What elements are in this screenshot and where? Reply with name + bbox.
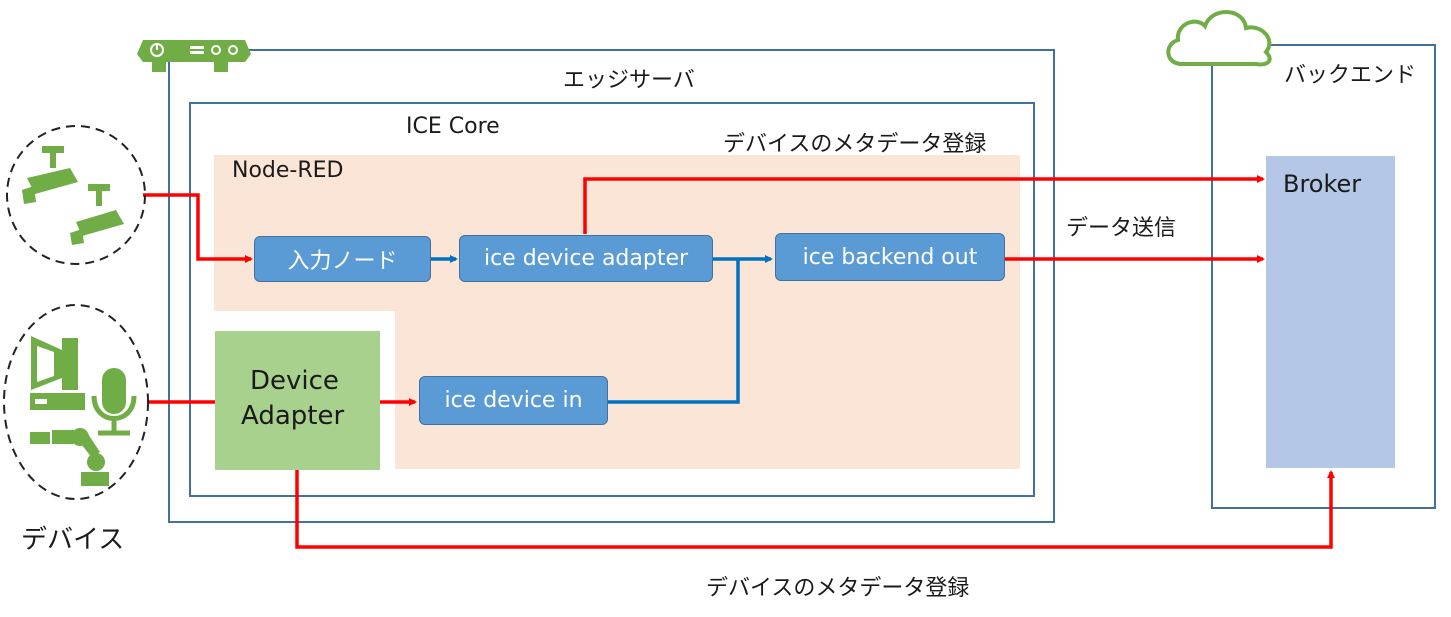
ice-device-adapter-node[interactable]: ice device adapter: [459, 235, 713, 282]
ice-device-in-node[interactable]: ice device in: [419, 376, 608, 425]
devices-label: デバイス: [21, 525, 125, 555]
speaker-icon: [30, 336, 85, 410]
meta-registration-arrow: [583, 175, 1265, 234]
robot-arm-icon: [30, 428, 109, 486]
ice-core-title: ICE Core: [406, 114, 500, 139]
ice-backend-out-node[interactable]: ice backend out: [775, 233, 1005, 281]
broker-label: Broker: [1283, 170, 1362, 198]
device-adapter-label-line2: Adapter: [241, 401, 345, 431]
edge-server-title: エッジサーバ: [563, 68, 695, 93]
camera-icon: [22, 146, 124, 245]
broker-box: [1266, 156, 1395, 468]
microphone-icon: [91, 368, 137, 436]
node-red-title: Node-RED: [232, 158, 344, 183]
cloud-icon: [1166, 10, 1272, 67]
camera-group-circle: [6, 125, 146, 265]
backend-title: バックエンド: [1284, 63, 1417, 88]
input-node[interactable]: 入力ノード: [254, 236, 431, 282]
bottom-meta-label: デバイスのメタデータ登録: [706, 576, 970, 601]
data-send-label: データ送信: [1066, 216, 1177, 241]
device-in-to-backend-out-line: [608, 259, 740, 404]
device-adapter-label-line1: Device: [250, 366, 339, 396]
edge-server-box: [168, 49, 1055, 523]
device-adapter-box: [215, 331, 380, 470]
server-icon: [137, 40, 251, 72]
ice-core-meta-label: デバイスのメタデータ登録: [723, 132, 987, 157]
bottom-meta-registration-arrow: [295, 470, 1335, 549]
backend-box: [1211, 44, 1436, 509]
camera-to-input-arrow: [143, 193, 253, 263]
device-group-circle: [3, 304, 149, 500]
ice-core-box: [189, 102, 1035, 497]
